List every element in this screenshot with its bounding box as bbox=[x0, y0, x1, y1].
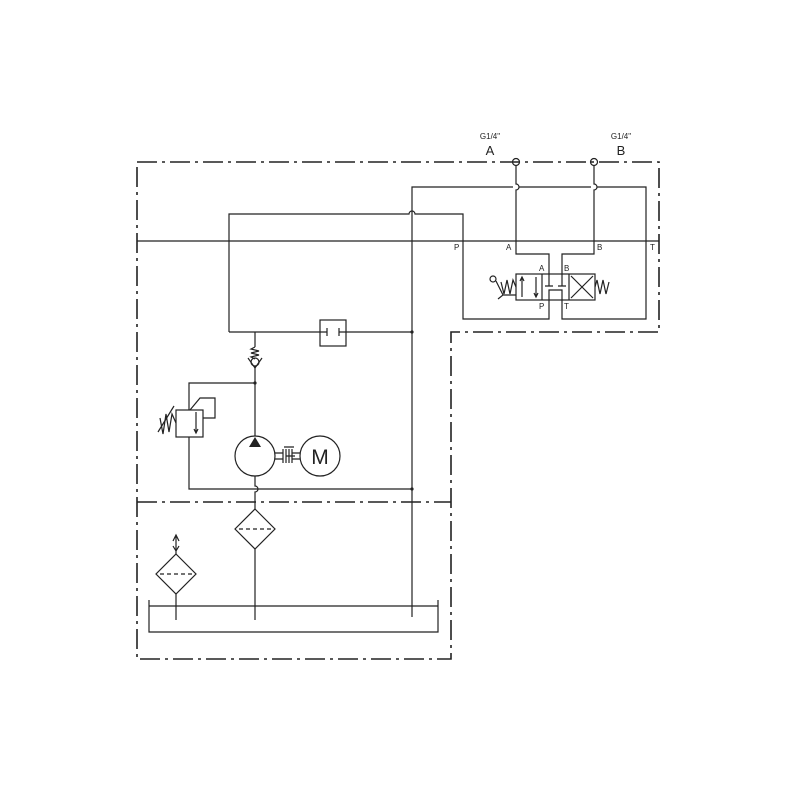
motor-label: M bbox=[311, 446, 329, 469]
lever-knob-icon[interactable] bbox=[489, 275, 497, 283]
manifold-port-t: T bbox=[650, 243, 655, 252]
port-b-label: B bbox=[617, 143, 626, 158]
return-spring-icon bbox=[594, 279, 610, 295]
manifold-port-p: P bbox=[454, 243, 459, 252]
hydraulic-pump-icon bbox=[234, 435, 276, 477]
manifold-port-a: A bbox=[506, 243, 512, 252]
air-breather-icon bbox=[155, 533, 197, 595]
port-a-label: A bbox=[486, 143, 495, 158]
hydraulic-lines bbox=[148, 166, 647, 633]
manifold-port-b: B bbox=[597, 243, 602, 252]
pressure-relief-valve bbox=[157, 397, 216, 438]
port-b-thread: G1/4" bbox=[611, 132, 631, 141]
adjustable-spring-icon bbox=[159, 411, 177, 435]
directional-control-valve: A B P T bbox=[489, 264, 610, 311]
assembly-boundary bbox=[136, 161, 660, 660]
valve-port-b: B bbox=[564, 264, 569, 273]
spring-icon bbox=[500, 278, 517, 295]
electric-motor-icon: M bbox=[299, 435, 341, 477]
valve-port-t: T bbox=[564, 302, 569, 311]
shutoff-block-icon bbox=[319, 319, 347, 347]
valve-port-p: P bbox=[539, 302, 544, 311]
port-b-connector-icon bbox=[589, 157, 599, 167]
valve-port-a: A bbox=[539, 264, 545, 273]
port-a-connector-icon bbox=[511, 157, 521, 167]
manual-lever-icon bbox=[495, 280, 516, 300]
port-a-thread: G1/4" bbox=[480, 132, 500, 141]
check-valve-icon bbox=[247, 346, 263, 370]
coupling-icon bbox=[275, 446, 300, 463]
suction-filter-icon bbox=[234, 508, 276, 550]
